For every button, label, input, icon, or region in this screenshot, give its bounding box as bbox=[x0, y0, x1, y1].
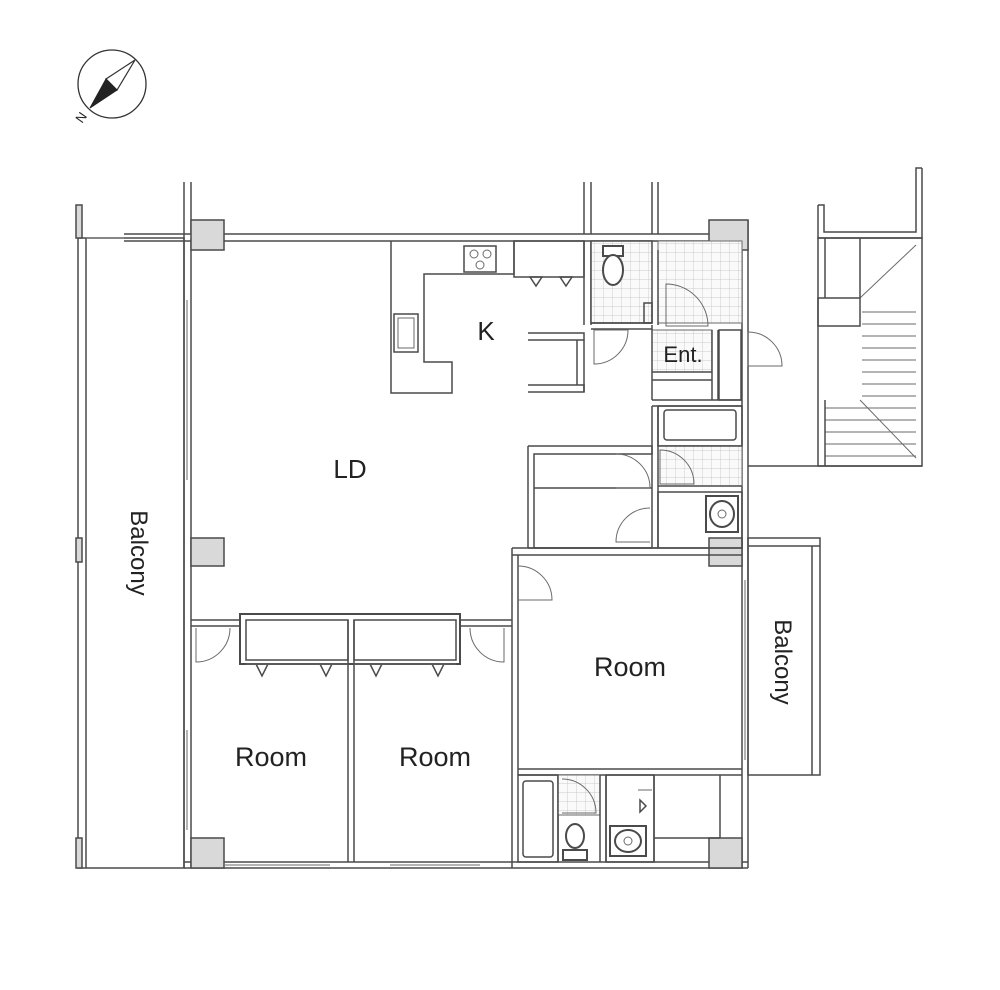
balcony-label-west: Balcony bbox=[125, 510, 152, 595]
compass-icon: N bbox=[72, 49, 147, 126]
bathroom-center bbox=[651, 405, 743, 549]
balcony-label-east: Balcony bbox=[769, 619, 796, 704]
entrance-area bbox=[593, 240, 783, 407]
room-label-kitchen: K bbox=[477, 316, 495, 346]
room-label-entrance: Ent. bbox=[663, 342, 702, 367]
room-label-ld: LD bbox=[333, 454, 366, 484]
closet-row bbox=[191, 613, 512, 862]
balcony-west bbox=[75, 204, 185, 869]
staircase bbox=[748, 167, 923, 467]
kitchen-partition bbox=[528, 241, 592, 393]
bathroom-south bbox=[517, 774, 721, 863]
room-label-room-east: Room bbox=[594, 652, 666, 682]
room-east-walls bbox=[511, 547, 742, 868]
storage-closet bbox=[527, 445, 658, 549]
room-label-room-south: Room bbox=[399, 742, 471, 772]
room-label-room-southwest: Room bbox=[235, 742, 307, 772]
compass-north-label: N bbox=[72, 109, 90, 125]
toilet-north bbox=[590, 240, 653, 330]
